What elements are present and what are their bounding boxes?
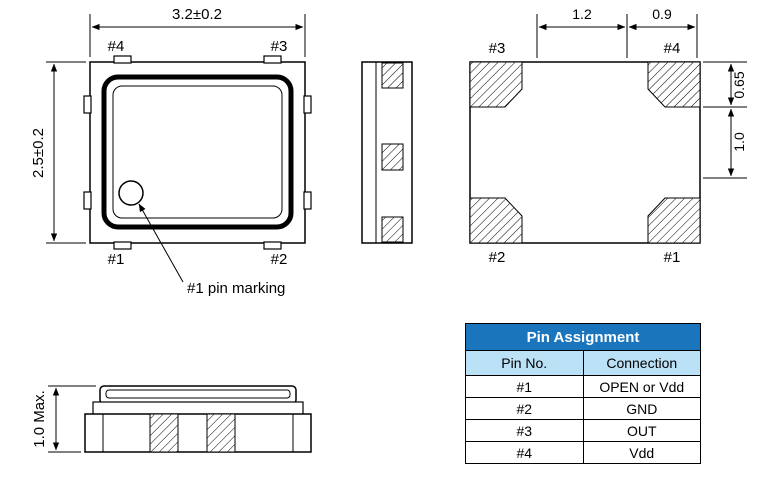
dim-max-height [48,385,96,453]
terminal-tab [303,95,312,114]
side-pad-hatched [149,413,179,453]
bottom-view-pin2-label: #2 [489,249,506,266]
side-lid-inner-line [105,389,291,399]
side-lid [99,385,297,405]
dim-height-label: 2.5±0.2 [30,128,47,178]
bottom-pad-top-right [647,61,701,108]
dim-width-label: 3.2±0.2 [172,6,222,23]
lid-inner-line [112,85,283,219]
pin-no-cell: #1 [465,375,584,398]
pin-no-cell: #3 [465,419,584,442]
dim-width [89,14,306,57]
section-pad-hatched [381,216,404,243]
terminal-tab [113,55,132,64]
dim-pad-pitch [536,14,698,58]
connection-cell: GND [582,397,701,420]
pin-no-cell: #2 [465,397,584,420]
terminal-tabs [83,55,312,250]
terminal-tab [83,95,92,114]
bottom-view [469,14,747,244]
terminal-tab [303,191,312,210]
top-view-pin2-label: #2 [271,251,288,268]
dim-065-label: 0.65 [731,71,747,98]
side-seal-ring [92,401,304,416]
side-pad-hatched [206,413,236,453]
bottom-pad-top-left [469,61,523,108]
bottom-pad-bottom-right [647,197,701,244]
dim-max-height-label: 1.0 Max. [31,390,48,448]
pin-assignment-table: Pin Assignment Pin No. Connection #1 OPE… [465,323,701,464]
terminal-tab [113,241,132,250]
bottom-pad-bottom-left [469,197,523,244]
top-view-pin3-label: #3 [271,38,288,55]
section-view [361,61,413,244]
top-view-pin4-label: #4 [108,38,125,55]
table-header-row: Pin No. Connection [465,350,701,376]
top-view [46,14,312,283]
leader-line [138,203,184,283]
table-title-row: Pin Assignment [465,323,701,351]
dim-height [46,61,86,244]
col-header-connection: Connection [582,350,701,376]
side-base [84,413,312,453]
terminal-tab [83,191,92,210]
table-title: Pin Assignment [465,323,701,351]
connection-cell: OUT [582,419,701,442]
bottom-view-pin1-label: #1 [664,249,681,266]
dim-pad-size [703,61,747,179]
col-header-pin-no: Pin No. [465,350,584,376]
dim-12-label: 1.2 [572,6,592,22]
table-row: #2 GND [465,397,701,420]
dim-09-label: 0.9 [652,6,672,22]
top-view-pin1-label: #1 [108,251,125,268]
dim-10-label: 1.0 [731,132,747,152]
section-pad-hatched [381,143,404,171]
side-view [48,385,312,453]
section-pad-hatched [381,62,404,89]
table-row: #3 OUT [465,419,701,442]
bottom-view-pin4-label: #4 [664,40,681,57]
pin1-marking-dot [118,180,144,206]
connection-cell: OPEN or Vdd [582,375,701,398]
table-row: #1 OPEN or Vdd [465,375,701,398]
lid-outline [101,74,294,230]
bottom-view-pin3-label: #3 [489,40,506,57]
pin-no-cell: #4 [465,441,584,464]
terminal-tab [263,55,282,64]
table-row: #4 Vdd [465,441,701,464]
terminal-tab [263,241,282,250]
pin1-marking-note: #1 pin marking [187,280,285,297]
connection-cell: Vdd [582,441,701,464]
